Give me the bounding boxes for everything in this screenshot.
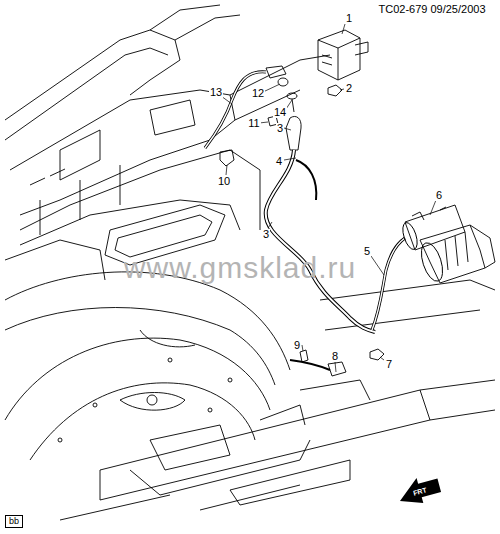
- callout-number: 11: [247, 118, 260, 129]
- callout-number: 9: [293, 340, 301, 351]
- callout-number: 10: [217, 176, 231, 187]
- callout-number: 6: [435, 190, 443, 201]
- callout-number: 1: [345, 13, 353, 24]
- callout-number: 3: [262, 229, 270, 240]
- callout-number: 12: [251, 88, 265, 99]
- callout-number: 7: [385, 359, 393, 370]
- callout-number: 14: [273, 107, 287, 118]
- callout-number: 13: [209, 87, 223, 98]
- callout-number: 8: [331, 351, 339, 362]
- watermark: www.gmsklad.ru: [124, 253, 356, 283]
- callout-number: 5: [363, 246, 371, 257]
- drawing-code: TC02-679 09/25/2003: [378, 4, 485, 15]
- view-code: bb: [5, 515, 23, 528]
- callout-number: 3: [276, 123, 284, 134]
- callout-number: 2: [345, 83, 353, 94]
- callout-number: 4: [275, 156, 283, 167]
